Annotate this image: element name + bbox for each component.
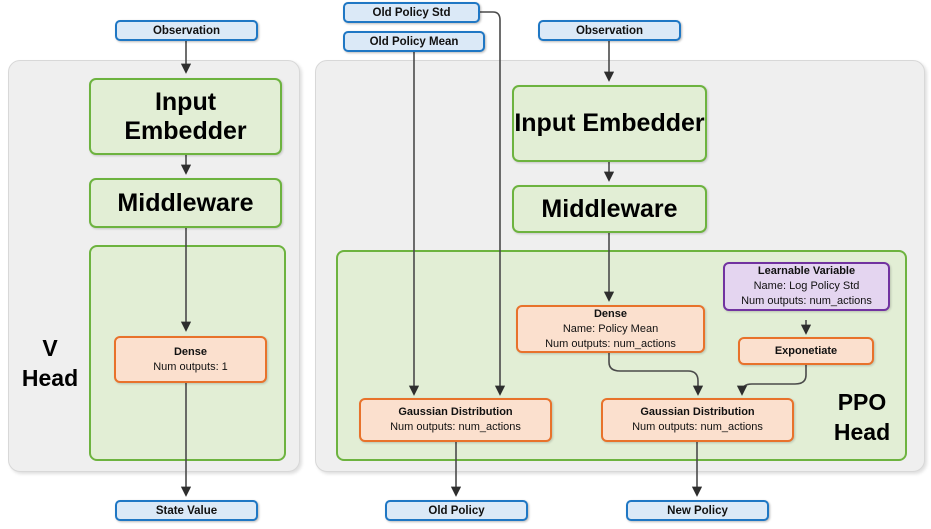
node-observation-v[interactable]: Observation: [115, 20, 258, 41]
v-head-caption: V Head: [14, 333, 86, 393]
node-input-embedder-v-label: Input Embedder: [124, 87, 247, 145]
node-observation-ppo-label: Observation: [575, 24, 644, 37]
node-exponetiate-label: Exponetiate: [774, 344, 838, 357]
ppo-head-caption: PPO Head: [820, 387, 904, 447]
node-learnable-variable-line3: Num outputs: num_actions: [741, 295, 872, 307]
node-middleware-v[interactable]: Middleware: [89, 178, 282, 228]
node-dense-v[interactable]: Dense Num outputs: 1: [114, 336, 267, 383]
node-observation-ppo[interactable]: Observation: [538, 20, 681, 41]
node-dense-policy-mean-line3: Num outputs: num_actions: [545, 337, 676, 350]
node-old-policy-output-label: Old Policy: [428, 504, 485, 517]
node-gaussian-distribution-new[interactable]: Gaussian Distribution Num outputs: num_a…: [601, 398, 794, 442]
node-dense-policy-mean-line1: Dense: [593, 307, 628, 320]
node-exponetiate[interactable]: Exponetiate: [738, 337, 874, 365]
node-learnable-variable-line2: Name: Log Policy Std: [753, 280, 860, 292]
node-old-policy-mean-label: Old Policy Mean: [369, 35, 459, 48]
node-gaussian-old-line2: Num outputs: num_actions: [390, 421, 521, 433]
node-middleware-ppo-label: Middleware: [541, 194, 678, 223]
node-old-policy-std[interactable]: Old Policy Std: [343, 2, 480, 23]
v-head-caption-line2: Head: [21, 365, 79, 391]
node-input-embedder-v[interactable]: Input Embedder: [89, 78, 282, 155]
node-new-policy-output-label: New Policy: [667, 504, 728, 517]
node-input-embedder-ppo[interactable]: Input Embedder: [512, 85, 707, 162]
node-gaussian-new-line2: Num outputs: num_actions: [632, 421, 763, 433]
node-dense-policy-mean-line2: Name: Policy Mean: [562, 322, 659, 335]
node-old-policy-mean[interactable]: Old Policy Mean: [343, 31, 485, 52]
node-middleware-v-label: Middleware: [117, 188, 254, 217]
node-learnable-variable-line1: Learnable Variable: [757, 265, 856, 277]
node-dense-v-line1: Dense: [173, 345, 208, 358]
node-observation-v-label: Observation: [152, 24, 221, 37]
v-head-caption-line1: V: [42, 335, 58, 361]
node-gaussian-new-line1: Gaussian Distribution: [640, 406, 755, 418]
node-middleware-ppo[interactable]: Middleware: [512, 185, 707, 233]
node-state-value[interactable]: State Value: [115, 500, 258, 521]
ppo-head-caption-line2: Head: [833, 419, 891, 445]
ppo-head-caption-line1: PPO: [837, 389, 887, 415]
node-learnable-variable-log-policy-std[interactable]: Learnable Variable Name: Log Policy Std …: [723, 262, 890, 311]
node-input-embedder-ppo-label: Input Embedder: [514, 109, 705, 137]
node-new-policy-output[interactable]: New Policy: [626, 500, 769, 521]
node-old-policy-output[interactable]: Old Policy: [385, 500, 528, 521]
node-gaussian-distribution-old[interactable]: Gaussian Distribution Num outputs: num_a…: [359, 398, 552, 442]
node-dense-policy-mean[interactable]: Dense Name: Policy Mean Num outputs: num…: [516, 305, 705, 353]
node-state-value-label: State Value: [155, 504, 218, 517]
node-old-policy-std-label: Old Policy Std: [372, 6, 451, 19]
node-gaussian-old-line1: Gaussian Distribution: [398, 406, 513, 418]
node-dense-v-line2: Num outputs: 1: [153, 360, 228, 373]
